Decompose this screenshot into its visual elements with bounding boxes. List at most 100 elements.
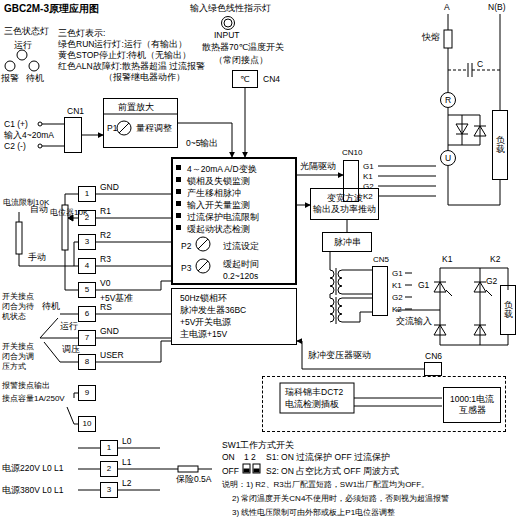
schematic-label: A — [444, 2, 450, 13]
node-text: 缓起时间 — [223, 259, 259, 270]
node-text: 缓起动状态检测 — [187, 224, 250, 235]
standby-switch — [40, 314, 78, 338]
schematic-label: 说明：1) R2、R3出厂配置短路，SW1出厂配置均为OFF。 — [222, 480, 429, 490]
thyristor-symbol — [474, 126, 486, 136]
node-text: 5 — [85, 285, 89, 295]
connector-cn6: CN6 — [424, 362, 442, 376]
current-limit-resistor — [16, 222, 22, 254]
schematic-label: 电流限制10K — [3, 198, 11, 208]
node-text: 9 — [85, 388, 89, 398]
node-text: 1 — [85, 189, 89, 199]
node-text: +5V开关电源 — [180, 317, 231, 328]
terminal: 9 — [78, 385, 96, 401]
schematic-label: 交流输入 — [396, 316, 432, 327]
p2-knob-slot — [198, 239, 208, 249]
alarm-lamp — [5, 61, 15, 71]
schematic-label: 运行 — [60, 321, 78, 332]
schematic-label: GND — [100, 182, 119, 193]
transformer-wires — [330, 252, 372, 322]
schematic-label: L1 — [122, 457, 131, 468]
schematic-label: K1 — [442, 254, 452, 265]
load-box: 负载 — [492, 110, 508, 180]
node-text: 4 — [85, 261, 89, 271]
schematic-label: S2: ON 占空比方式 OFF 周波方式 — [266, 466, 399, 477]
pulse-generator-box: 50Hz锁相环脉冲发生器36BC+5V开关电源主电源+15V — [171, 288, 297, 345]
node-text: 负载 — [496, 136, 505, 155]
schematic-label: 报警 — [1, 73, 19, 84]
node-text: R — [445, 95, 451, 106]
wire-connector — [96, 266, 171, 267]
schematic-label: SW1工作方式开关 — [222, 440, 294, 451]
schematic-label: C2 (-) — [4, 141, 26, 152]
capacitor-wire — [448, 70, 500, 71]
node-text: CN4 — [263, 74, 280, 85]
schematic-label: 2) 常闭温度开关CN4不使用时，必须短路，否则视为超温报警 — [232, 494, 449, 504]
schematic-label: 保险0.5A — [176, 474, 212, 485]
node-text: CN1 — [67, 106, 84, 117]
schematic-label: 输入绿色线性指示灯 — [190, 3, 271, 14]
schematic-label: G1 — [418, 280, 429, 291]
schematic-label: 开关接点 闭合为待 机状态 — [2, 292, 38, 322]
node-text: 50Hz锁相环 — [180, 293, 227, 304]
node-text: P1 — [107, 123, 117, 134]
neutral-wire — [500, 14, 501, 110]
gate-wires — [378, 166, 436, 196]
dip-switch-lever — [244, 469, 249, 472]
p3-knob — [196, 259, 210, 273]
wire-connector — [297, 205, 310, 206]
node-text: 过流保护电流限制 — [187, 212, 259, 223]
wire-connector — [82, 135, 103, 136]
node-text: 输入开关量监测 — [187, 200, 250, 211]
schematic-label: 输入4~20mA — [4, 130, 54, 141]
schematic-label: 三色状态灯 — [4, 26, 49, 37]
pulse-train-box: 脉冲串 — [322, 232, 372, 252]
node-text: 1 — [107, 443, 111, 453]
schematic-label: 开关接点 闭合为调 压方式 — [2, 342, 38, 372]
thyristor-branch — [448, 115, 480, 145]
schematic-label: 三色灯表示: — [58, 28, 105, 39]
node-text: 前置放大 — [118, 102, 154, 113]
resistor-circle: R — [440, 92, 456, 108]
node-text: 变宽方波 — [327, 193, 363, 204]
input-terminal — [38, 144, 42, 148]
thyristor-symbol — [456, 124, 468, 134]
terminal: 5 — [78, 282, 96, 298]
node-text: 输出及功率推动 — [313, 204, 376, 215]
power-terminal: 1 — [100, 440, 118, 456]
diagram-title: GBC2M-3原理应用图 — [4, 2, 99, 16]
bullet — [176, 177, 181, 182]
schematic-label: G2 — [486, 276, 497, 287]
schematic-label: C — [477, 59, 483, 70]
wire-connector — [448, 108, 449, 150]
wire-connector — [178, 123, 232, 157]
schematic-label: 自动 — [30, 204, 48, 215]
scr-symbol — [434, 282, 452, 296]
schematic-label: L0 — [122, 436, 131, 447]
load-box: 负载 — [500, 285, 516, 335]
node-text: 过流设定 — [223, 241, 259, 252]
schematic-label: 电源220V L0 L1 — [2, 463, 63, 474]
wire-connector — [96, 218, 171, 219]
node-text: P2 — [181, 241, 191, 252]
varistor-circle: U — [440, 150, 456, 166]
schematic-label: 绿色RUN运行灯:运行（有输出） — [58, 39, 187, 50]
schematic-label: USER — [100, 350, 124, 361]
node-text: 负载 — [504, 301, 513, 320]
transformer-signal-wires — [354, 398, 442, 406]
preamp-divider — [103, 114, 178, 115]
input-lamp — [224, 19, 232, 27]
node-text: 4～20mA A/D变换 — [187, 164, 257, 175]
schematic-label: N(B) — [488, 2, 505, 13]
wire-connector — [96, 338, 171, 339]
run-lamp — [17, 50, 27, 60]
node-text: 0.2~120s — [223, 271, 258, 282]
node-text: CN5 — [373, 255, 389, 265]
schematic-label: L2 — [122, 478, 131, 489]
schematic-label: 接点容量1A/250V — [2, 394, 65, 404]
terminal: 10 — [78, 416, 96, 432]
terminal: 8 — [78, 354, 96, 370]
terminal: 3 — [78, 234, 96, 250]
bullet — [176, 213, 181, 218]
schematic-label: 电源380V L0 L1 — [2, 485, 63, 496]
list-bullets — [176, 165, 181, 230]
